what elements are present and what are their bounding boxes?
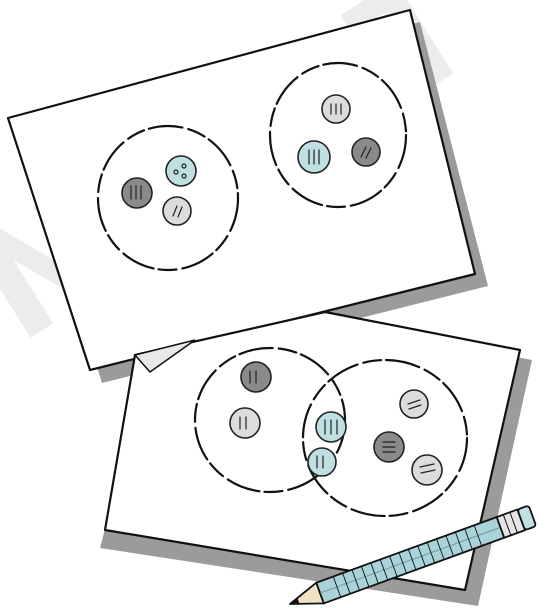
button-icon	[122, 178, 152, 208]
button-icon	[316, 412, 346, 442]
button-icon	[230, 408, 260, 438]
bottom-sheet	[100, 312, 532, 606]
button-icon	[400, 390, 428, 418]
button-icon	[166, 156, 196, 186]
button-icon	[308, 448, 336, 476]
button-icon	[322, 95, 350, 123]
button-icon	[374, 432, 404, 462]
button-icon	[352, 138, 380, 166]
button-icon	[412, 455, 442, 485]
button-icon	[163, 197, 191, 225]
button-icon	[298, 141, 330, 173]
button-icon	[241, 362, 271, 392]
top-sheet	[8, 10, 488, 383]
top-sheet-paper	[8, 10, 475, 370]
